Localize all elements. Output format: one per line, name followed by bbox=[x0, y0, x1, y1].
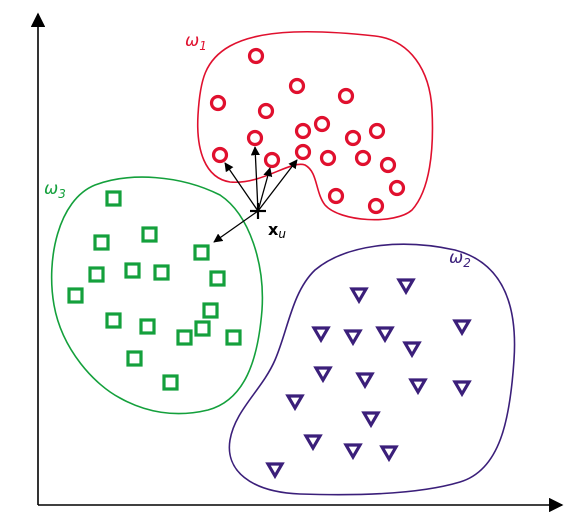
class1-samples bbox=[209, 47, 406, 215]
class2-sample bbox=[355, 372, 375, 390]
class1-sample bbox=[379, 156, 397, 174]
class3-sample bbox=[209, 270, 226, 287]
class2-samples bbox=[265, 278, 472, 480]
class1-sample bbox=[247, 47, 265, 65]
class3-samples bbox=[67, 190, 242, 391]
class1-boundary bbox=[196, 30, 434, 221]
class3-sample bbox=[141, 226, 158, 243]
class1-sample bbox=[319, 149, 337, 167]
class1-sample bbox=[368, 122, 386, 140]
class1-sample bbox=[288, 77, 306, 95]
class2-sample bbox=[361, 411, 381, 429]
class1-sample bbox=[344, 129, 362, 147]
omega1-label: ω1 bbox=[185, 31, 207, 53]
class3-sample bbox=[126, 350, 143, 367]
class2-sample bbox=[343, 329, 363, 347]
class2-boundary bbox=[228, 243, 516, 496]
class1-sample bbox=[367, 197, 385, 215]
query-label: xu bbox=[268, 220, 286, 241]
class3-sample bbox=[194, 320, 211, 337]
class3-sample bbox=[202, 302, 219, 319]
omega2-label: ω2 bbox=[449, 248, 471, 270]
class3-boundary bbox=[50, 176, 264, 415]
class1-sample bbox=[337, 87, 355, 105]
class2-sample bbox=[285, 394, 305, 412]
class3-sample bbox=[105, 312, 122, 329]
class3-sample bbox=[153, 264, 170, 281]
class3-sample bbox=[162, 374, 179, 391]
class3-sample bbox=[176, 329, 193, 346]
class2-sample bbox=[375, 326, 395, 344]
class1-sample bbox=[354, 149, 372, 167]
class2-sample bbox=[396, 278, 416, 296]
class1-sample bbox=[313, 115, 331, 133]
class2-sample bbox=[452, 380, 472, 398]
omega3-label: ω3 bbox=[44, 179, 66, 201]
class1-sample bbox=[246, 129, 264, 147]
class1-sample bbox=[211, 146, 229, 164]
class3-sample bbox=[67, 287, 84, 304]
class2-sample bbox=[408, 378, 428, 396]
class1-sample bbox=[263, 151, 281, 169]
class2-sample bbox=[349, 287, 369, 305]
class3-sample bbox=[139, 318, 156, 335]
neighbor-arrow bbox=[257, 167, 273, 212]
class2-sample bbox=[379, 445, 399, 463]
class2-sample bbox=[311, 326, 331, 344]
class1-sample bbox=[327, 187, 345, 205]
class1-sample bbox=[294, 122, 312, 140]
neighbor-arrows bbox=[213, 146, 298, 243]
class1-sample bbox=[388, 179, 406, 197]
class2-sample bbox=[313, 366, 333, 384]
class2-sample bbox=[265, 462, 285, 480]
neighbor-arrow bbox=[250, 146, 260, 212]
class2-sample bbox=[343, 443, 363, 461]
class3-sample bbox=[105, 190, 122, 207]
class1-sample bbox=[294, 143, 312, 161]
neighbor-arrow bbox=[213, 210, 259, 243]
class2-sample bbox=[402, 341, 422, 359]
class1-sample bbox=[209, 94, 227, 112]
neighbor-arrow bbox=[257, 159, 298, 212]
class3-sample bbox=[88, 266, 105, 283]
class2-sample bbox=[452, 319, 472, 337]
query-point bbox=[250, 203, 266, 219]
neighbor-arrow bbox=[224, 162, 259, 212]
class3-sample bbox=[93, 234, 110, 251]
class3-sample bbox=[193, 244, 210, 261]
class1-sample bbox=[257, 102, 275, 120]
class3-sample bbox=[225, 329, 242, 346]
class3-sample bbox=[124, 262, 141, 279]
class2-sample bbox=[303, 434, 323, 452]
